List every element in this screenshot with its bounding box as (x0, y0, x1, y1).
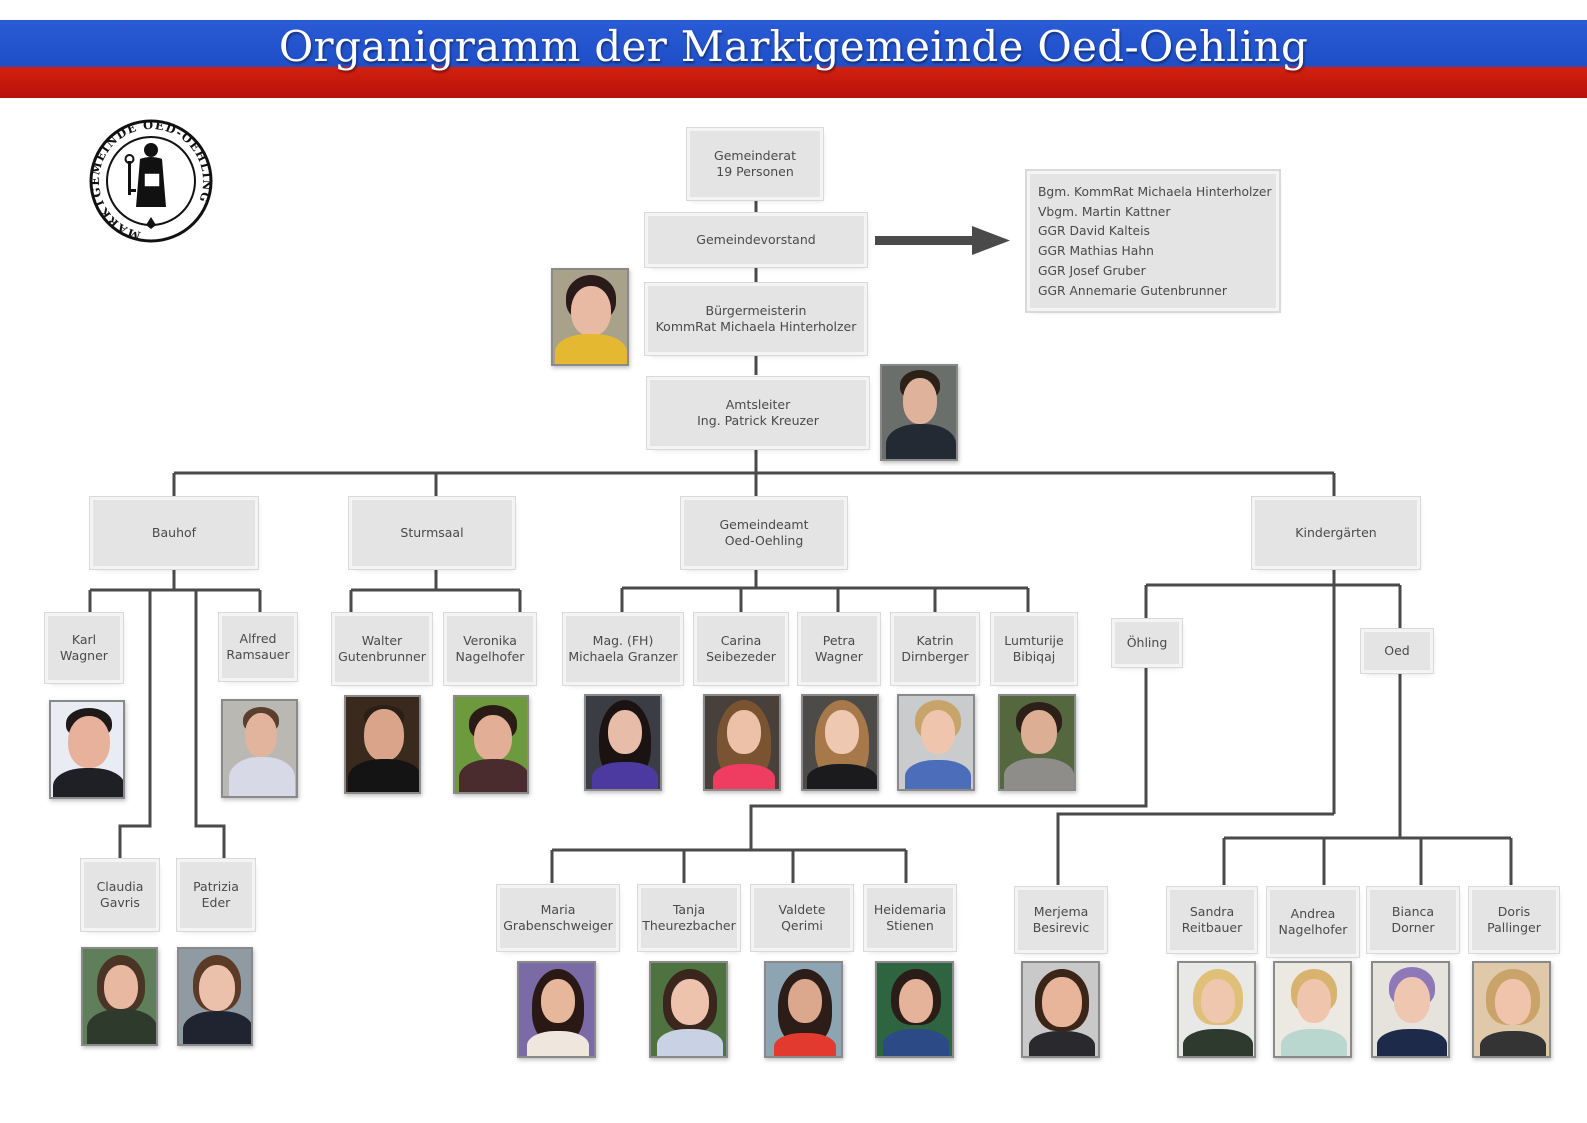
page-title: Organigramm der Marktgemeinde Oed-Oehlin… (278, 22, 1309, 71)
portrait-photo (703, 694, 781, 791)
portrait-photo (453, 695, 529, 794)
portrait-photo (517, 961, 596, 1058)
portrait-photo (1273, 961, 1352, 1058)
oehling-box: Öhling (1112, 619, 1182, 667)
portrait-photo (764, 961, 843, 1058)
title-bar (0, 20, 1587, 98)
municipal-seal-icon: MARKTGEMEINDE OED-OEHLING (88, 118, 213, 243)
portrait-photo (1371, 961, 1450, 1058)
portrait-photo (897, 694, 975, 791)
gemeindevorstand-members-list: Bgm. KommRat Michaela Hinterholzer Vbgm.… (1030, 174, 1276, 308)
portrait-photo (649, 961, 728, 1058)
portrait-photo (801, 694, 879, 791)
list-item: GGR Josef Gruber (1038, 263, 1146, 278)
portrait-photo (81, 947, 158, 1046)
list-item: Vbgm. Martin Kattner (1038, 204, 1171, 219)
portrait-photo (584, 694, 662, 791)
portrait-photo (875, 961, 954, 1058)
list-item: GGR David Kalteis (1038, 224, 1150, 239)
list-item: GGR Annemarie Gutenbrunner (1038, 283, 1227, 298)
bauhof-box: Bauhof (90, 497, 258, 569)
list-item: Bgm. KommRat Michaela Hinterholzer (1038, 185, 1272, 199)
portrait-photo (551, 268, 629, 366)
sturmsaal-box: Sturmsaal (349, 497, 515, 569)
kindergaerten-box: Kindergärten (1252, 497, 1420, 569)
portrait-photo (998, 694, 1076, 791)
portrait-photo (177, 947, 253, 1046)
arrow-right-icon (875, 226, 1010, 255)
portrait-photo (49, 700, 125, 799)
portrait-photo (1021, 961, 1100, 1058)
person-box: Mag. (FH)Michaela Granzer (563, 613, 683, 685)
oed-box: Oed (1361, 629, 1433, 673)
portrait-photo (1177, 961, 1256, 1058)
portrait-photo (880, 364, 958, 461)
portrait-photo (344, 695, 421, 794)
gemeindevorstand-box: Gemeindevorstand (645, 213, 867, 267)
portrait-photo (1472, 961, 1551, 1058)
list-item: GGR Mathias Hahn (1038, 244, 1154, 259)
portrait-photo (221, 699, 298, 798)
